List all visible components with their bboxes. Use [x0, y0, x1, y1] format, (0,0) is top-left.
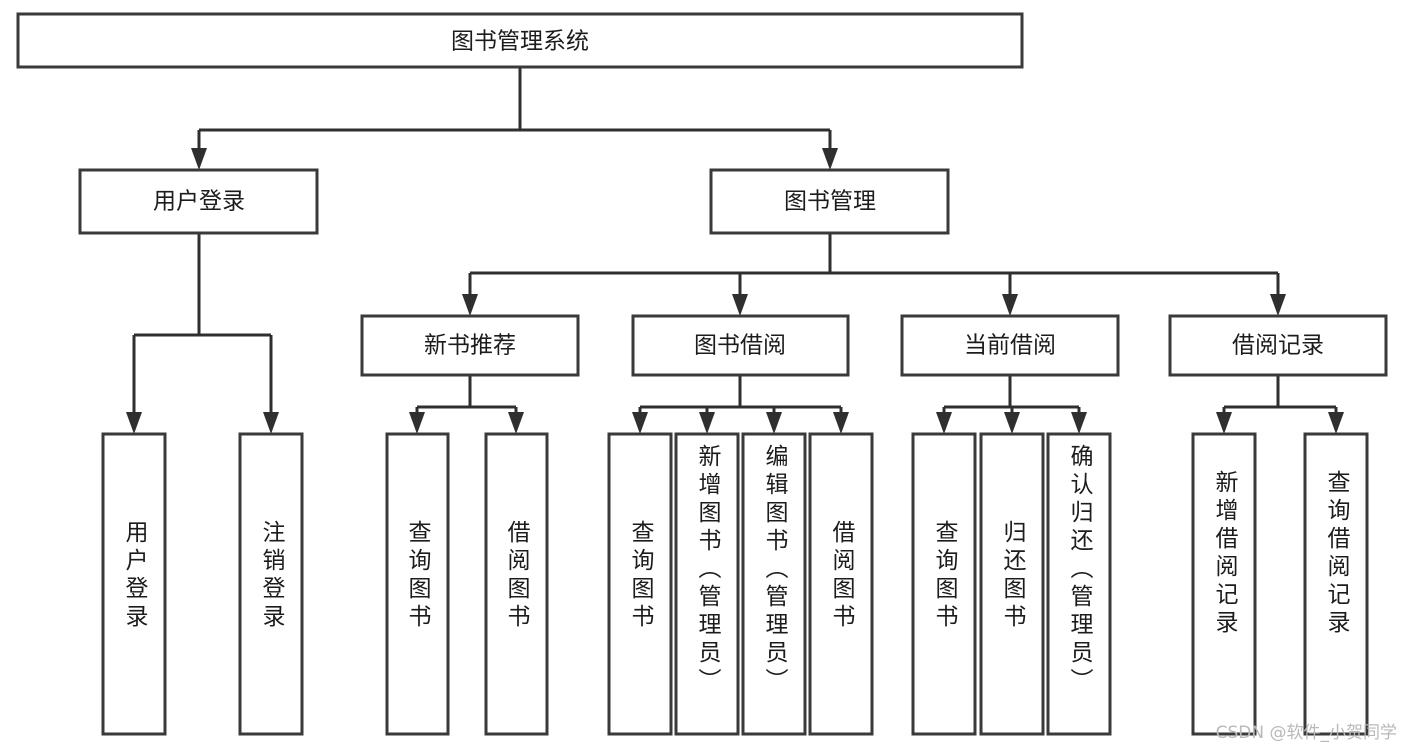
- node-leaf-confirm-return-label: 确认归还（管理员）: [1066, 444, 1094, 696]
- arrow-head-leaf-query-book-3: [936, 412, 952, 434]
- node-current-borrow-box[interactable]: [900, 314, 1120, 377]
- node-leaf-logout-login-label: 注销登录: [258, 520, 286, 632]
- node-leaf-query-borrow-record-label: 查询借阅记录: [1323, 470, 1351, 638]
- node-book-borrow[interactable]: 图书借阅: [631, 314, 850, 377]
- node-leaf-query-book-1-box[interactable]: [385, 432, 450, 736]
- node-leaf-query-borrow-record[interactable]: 查询借阅记录: [1303, 432, 1369, 736]
- node-leaf-add-borrow-record-label: 新增借阅记录: [1211, 470, 1239, 638]
- node-leaf-confirm-return[interactable]: 确认归还（管理员）: [1046, 432, 1112, 736]
- arrow-head-leaf-query-book-1: [409, 412, 425, 434]
- node-leaf-borrow-book-2-label: 借阅图书: [828, 520, 856, 632]
- node-borrow-record[interactable]: 借阅记录: [1168, 314, 1388, 377]
- arrow-head-leaf-logout-login: [263, 412, 279, 434]
- node-user-login[interactable]: 用户登录: [78, 168, 319, 235]
- node-leaf-logout-login[interactable]: 注销登录: [238, 432, 304, 736]
- node-leaf-edit-book[interactable]: 编辑图书（管理员）: [741, 432, 807, 736]
- node-leaf-confirm-return-box[interactable]: [1046, 432, 1112, 736]
- arrow-head-leaf-borrow-book-2: [833, 412, 849, 434]
- node-borrow-record-box[interactable]: [1168, 314, 1388, 377]
- node-leaf-borrow-book-2[interactable]: 借阅图书: [808, 432, 874, 736]
- node-book-management-box[interactable]: [709, 168, 950, 235]
- node-leaf-edit-book-label: 编辑图书（管理员）: [761, 444, 789, 696]
- node-leaf-query-book-2-box[interactable]: [607, 432, 673, 736]
- arrow-head-leaf-query-borrow-record: [1328, 412, 1344, 434]
- node-book-borrow-label: 图书借阅: [694, 333, 786, 359]
- arrow-head-leaf-query-book-2: [632, 412, 648, 434]
- arrow-head-leaf-add-book: [699, 412, 715, 434]
- arrow-head-leaf-edit-book: [766, 412, 782, 434]
- node-leaf-user-login[interactable]: 用户登录: [101, 432, 167, 736]
- connector-layer: [126, 67, 1344, 434]
- node-borrow-record-label: 借阅记录: [1232, 333, 1324, 359]
- node-leaf-query-book-1-label: 查询图书: [404, 520, 432, 632]
- node-new-book-recommend-box[interactable]: [360, 314, 580, 377]
- arrow-head-leaf-return-book: [1004, 412, 1020, 434]
- arrow-head-book-borrow: [732, 294, 748, 316]
- node-leaf-return-book-box[interactable]: [979, 432, 1045, 736]
- node-user-login-box[interactable]: [78, 168, 319, 235]
- node-leaf-query-book-1[interactable]: 查询图书: [385, 432, 450, 736]
- node-leaf-query-book-3[interactable]: 查询图书: [911, 432, 977, 736]
- node-book-borrow-box[interactable]: [631, 314, 850, 377]
- node-leaf-user-login-box[interactable]: [101, 432, 167, 736]
- node-leaf-add-book-box[interactable]: [674, 432, 740, 736]
- arrow-head-leaf-confirm-return: [1071, 412, 1087, 434]
- node-leaf-logout-login-box[interactable]: [238, 432, 304, 736]
- node-current-borrow[interactable]: 当前借阅: [900, 314, 1120, 377]
- node-leaf-query-borrow-record-box[interactable]: [1303, 432, 1369, 736]
- arrow-head-new-book-recommend: [462, 294, 478, 316]
- node-leaf-add-book-label: 新增图书（管理员）: [694, 444, 722, 696]
- node-leaf-return-book[interactable]: 归还图书: [979, 432, 1045, 736]
- node-leaf-add-borrow-record-box[interactable]: [1191, 432, 1257, 736]
- node-leaf-query-book-2[interactable]: 查询图书: [607, 432, 673, 736]
- node-user-login-label: 用户登录: [153, 189, 245, 215]
- node-root-box[interactable]: [16, 12, 1024, 69]
- node-leaf-borrow-book-1-label: 借阅图书: [503, 520, 531, 632]
- node-root[interactable]: 图书管理系统: [16, 12, 1024, 69]
- node-current-borrow-label: 当前借阅: [964, 333, 1056, 359]
- node-leaf-borrow-book-2-box[interactable]: [808, 432, 874, 736]
- node-leaf-query-book-2-label: 查询图书: [627, 520, 655, 632]
- node-leaf-query-book-3-label: 查询图书: [931, 520, 959, 632]
- node-leaf-add-borrow-record[interactable]: 新增借阅记录: [1191, 432, 1257, 736]
- node-leaf-borrow-book-1[interactable]: 借阅图书: [484, 432, 549, 736]
- node-leaf-edit-book-box[interactable]: [741, 432, 807, 736]
- node-leaf-add-book[interactable]: 新增图书（管理员）: [674, 432, 740, 736]
- node-new-book-recommend-label: 新书推荐: [424, 333, 516, 359]
- arrow-head-user-login: [191, 148, 207, 170]
- node-root-label: 图书管理系统: [451, 29, 589, 55]
- node-leaf-borrow-book-1-box[interactable]: [484, 432, 549, 736]
- node-leaf-user-login-label: 用户登录: [121, 520, 149, 632]
- arrow-head-leaf-user-login: [126, 412, 142, 434]
- node-leaf-query-book-3-box[interactable]: [911, 432, 977, 736]
- arrow-head-leaf-add-borrow-record: [1216, 412, 1232, 434]
- node-new-book-recommend[interactable]: 新书推荐: [360, 314, 580, 377]
- node-leaf-return-book-label: 归还图书: [999, 520, 1027, 632]
- node-book-management[interactable]: 图书管理: [709, 168, 950, 235]
- arrow-head-leaf-borrow-book-1: [508, 412, 524, 434]
- arrow-head-borrow-record: [1270, 294, 1286, 316]
- arrow-head-book-management: [822, 148, 838, 170]
- node-book-management-label: 图书管理: [784, 189, 876, 215]
- arrow-head-current-borrow: [1002, 294, 1018, 316]
